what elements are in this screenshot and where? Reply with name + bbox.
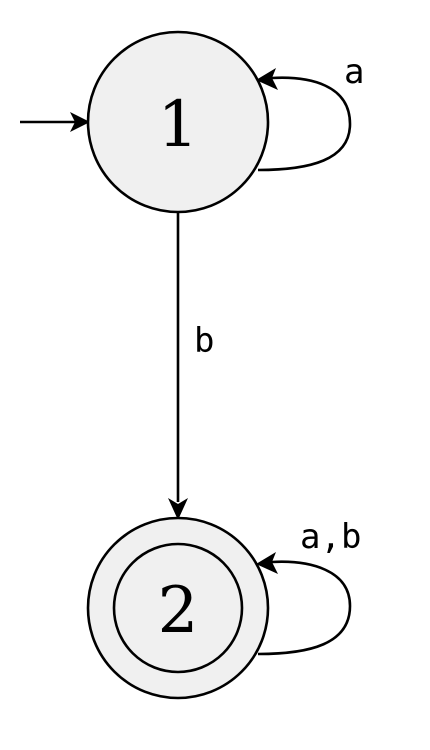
state-2-label: 2	[158, 574, 199, 648]
transition-1-to-2	[168, 212, 188, 520]
state-1: 1	[86, 30, 270, 214]
state-2-accept-ring	[112, 542, 244, 674]
transition-label-b: b	[194, 321, 214, 361]
transition-label-a: a	[344, 52, 364, 92]
self-loop-state-2	[256, 552, 352, 656]
state-1-label: 1	[158, 88, 199, 162]
state-2: 2	[86, 516, 270, 700]
initial-arrow	[20, 112, 90, 132]
self-loop-state-1	[256, 68, 352, 172]
transition-label-a-b: a,b	[300, 517, 361, 557]
state-1-circle	[86, 30, 270, 214]
